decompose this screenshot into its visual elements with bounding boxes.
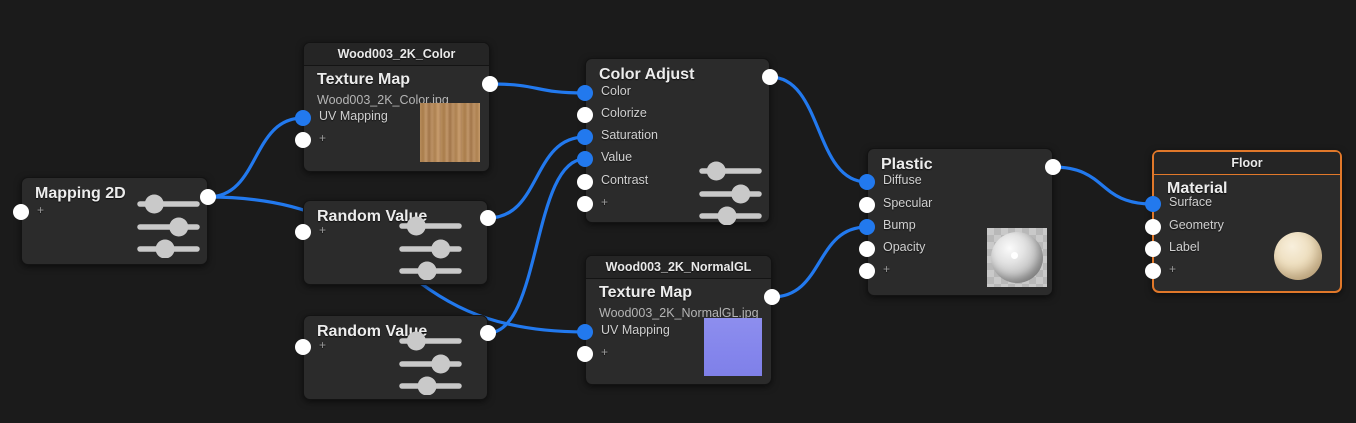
input-port-add[interactable]	[295, 132, 311, 148]
input-port-label-add: +	[319, 338, 327, 352]
material-preview-thumbnail	[987, 228, 1047, 287]
node-header-texmap-normal[interactable]: Wood003_2K_NormalGL	[586, 256, 771, 279]
node-mapping-2d[interactable]: Mapping 2D+	[13, 177, 216, 265]
input-port-label-colorize: Colorize	[601, 106, 647, 120]
output-port[interactable]	[762, 69, 778, 85]
input-port-label-bump: Bump	[883, 218, 916, 232]
input-port-label-uv-mapping: UV Mapping	[601, 323, 670, 337]
input-port-label-uv-mapping: UV Mapping	[319, 109, 388, 123]
edge-random-value-1-to-color-adjust[interactable]	[486, 135, 587, 220]
wood-texture-thumbnail	[420, 103, 480, 162]
input-port-label-diffuse: Diffuse	[883, 173, 922, 187]
input-port-add[interactable]	[295, 339, 311, 355]
output-port[interactable]	[200, 189, 216, 205]
output-port[interactable]	[1045, 159, 1061, 175]
input-port-label-contrast: Contrast	[601, 173, 649, 187]
input-port-label-add: +	[883, 262, 891, 276]
edge-texmap-color-to-color-adjust[interactable]	[488, 82, 587, 95]
input-port-colorize[interactable]	[577, 107, 593, 123]
edge-plastic-to-floor[interactable]	[1051, 165, 1154, 206]
input-port-add[interactable]	[577, 346, 593, 362]
input-port-saturation[interactable]	[577, 129, 593, 145]
node-random-value-1[interactable]: Random Value+	[295, 200, 496, 285]
input-port-add[interactable]	[1145, 263, 1161, 279]
input-port-uv-mapping[interactable]	[577, 324, 593, 340]
input-port-label-opacity: Opacity	[883, 240, 926, 254]
input-port-label-geometry: Geometry	[1169, 218, 1224, 232]
edge-color-adjust-to-plastic[interactable]	[768, 75, 869, 184]
input-port-color[interactable]	[577, 85, 593, 101]
input-port-add[interactable]	[859, 263, 875, 279]
input-port-opacity[interactable]	[859, 241, 875, 257]
input-port-bump[interactable]	[859, 219, 875, 235]
input-port-diffuse[interactable]	[859, 174, 875, 190]
specular-highlight	[1010, 252, 1018, 260]
node-header-texmap-color[interactable]: Wood003_2K_Color	[304, 43, 489, 66]
input-port-label-add: +	[601, 195, 609, 209]
sliders-icon	[137, 194, 200, 258]
input-port-label-add: +	[601, 345, 609, 359]
node-subtitle: Wood003_2K_NormalGL.jpg	[599, 306, 759, 320]
input-port-label[interactable]	[1145, 241, 1161, 257]
output-port[interactable]	[480, 325, 496, 341]
sliders-icon	[399, 331, 462, 395]
material-preview-sphere	[1274, 232, 1322, 280]
node-title: Random Value	[317, 208, 428, 225]
input-port-label-surface: Surface	[1169, 195, 1213, 209]
output-port[interactable]	[480, 210, 496, 226]
input-port-contrast[interactable]	[577, 174, 593, 190]
node-title: Plastic	[881, 156, 933, 173]
node-title: Color Adjust	[599, 66, 695, 83]
input-port-label-add: +	[319, 223, 327, 237]
node-subtitle: Wood003_2K_Color.jpg	[317, 93, 449, 107]
sliders-icon	[699, 161, 762, 225]
input-port-surface[interactable]	[1145, 196, 1161, 212]
input-port-label-add: +	[1169, 262, 1177, 276]
input-port-label-color: Color	[601, 84, 631, 98]
node-title: Material	[1167, 180, 1228, 197]
input-port-label-specular: Specular	[883, 196, 933, 210]
input-port-label-label: Label	[1169, 240, 1200, 254]
input-port-uv-mapping[interactable]	[295, 110, 311, 126]
edge-mapping-2d-to-texmap-color[interactable]	[206, 116, 305, 199]
input-port-label-value: Value	[601, 150, 633, 164]
input-port-add[interactable]	[13, 204, 29, 220]
node-title: Mapping 2D	[35, 185, 126, 202]
preview-sphere	[1274, 232, 1322, 280]
node-title: Random Value	[317, 323, 428, 340]
node-random-value-2[interactable]: Random Value+	[295, 315, 496, 400]
edge-texmap-normal-to-plastic[interactable]	[770, 225, 869, 299]
input-port-add[interactable]	[577, 196, 593, 212]
input-port-specular[interactable]	[859, 197, 875, 213]
edge-random-value-2-to-color-adjust[interactable]	[486, 157, 587, 335]
input-port-label-add: +	[319, 131, 327, 145]
input-port-label-saturation: Saturation	[601, 128, 658, 142]
node-title: Texture Map	[599, 284, 693, 301]
normal-map-thumbnail	[704, 318, 762, 376]
output-port[interactable]	[764, 289, 780, 305]
sliders-icon	[399, 216, 462, 280]
preview-sphere	[991, 232, 1043, 283]
input-port-geometry[interactable]	[1145, 219, 1161, 235]
input-port-value[interactable]	[577, 151, 593, 167]
input-port-label-add: +	[37, 203, 45, 217]
output-port[interactable]	[482, 76, 498, 92]
node-title: Texture Map	[317, 71, 411, 88]
node-header-floor[interactable]: Floor	[1154, 152, 1340, 175]
input-port-add[interactable]	[295, 224, 311, 240]
